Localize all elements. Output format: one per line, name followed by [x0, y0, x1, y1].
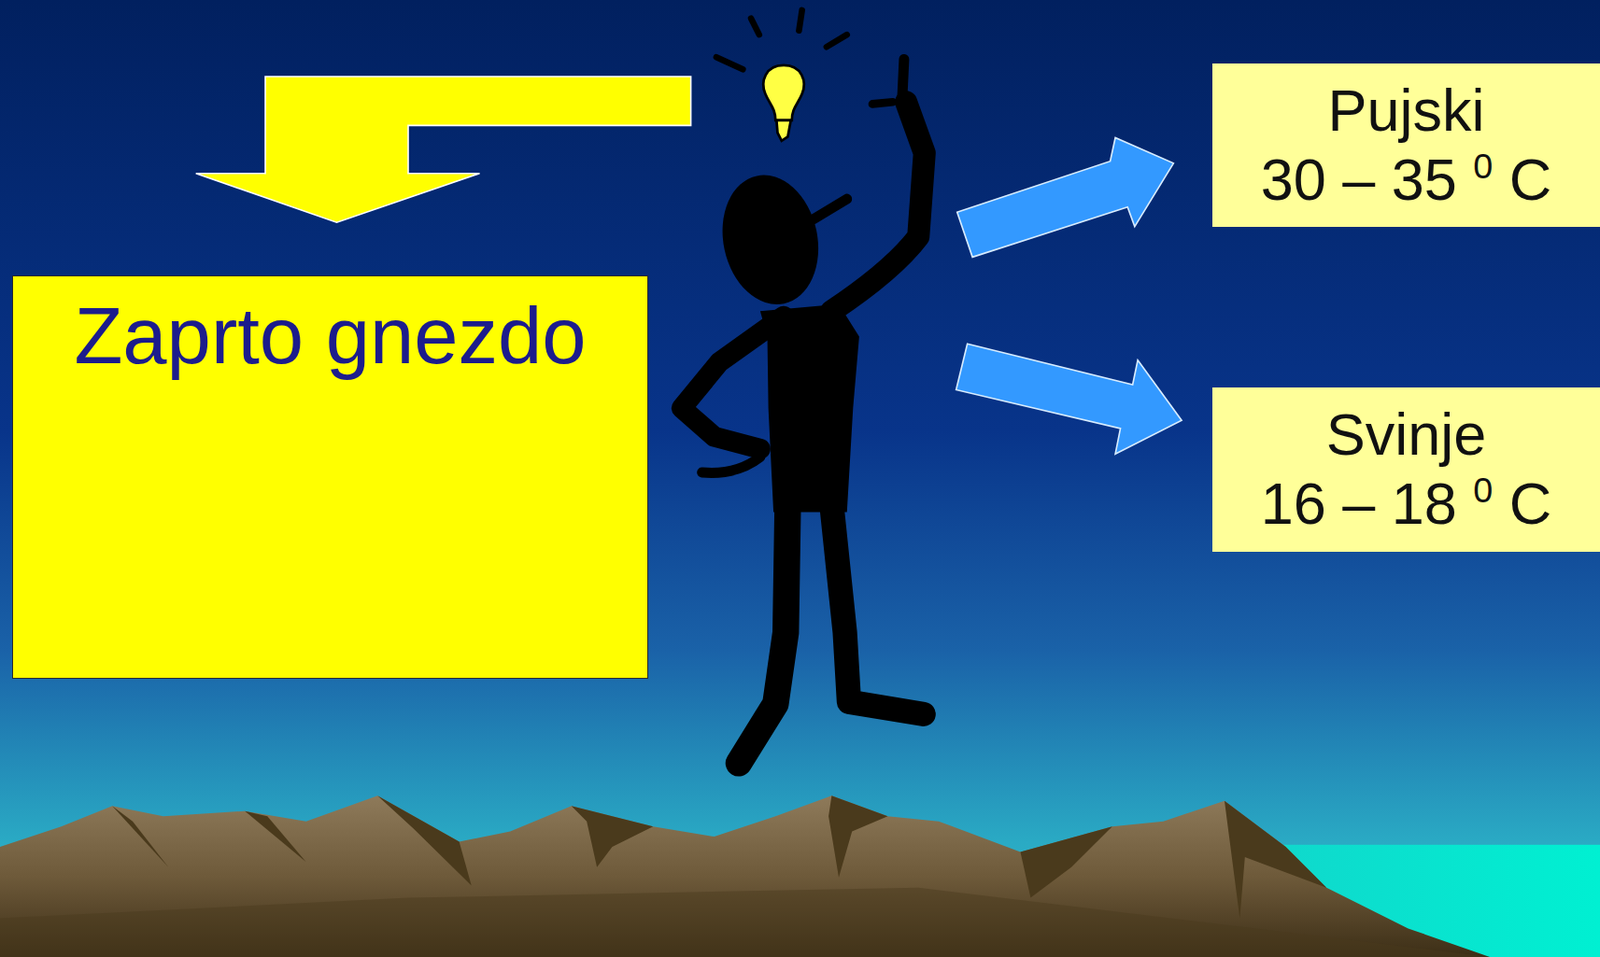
box-value: 30 – 35 0 C [1260, 145, 1553, 215]
box-heading: Svinje [1326, 400, 1487, 470]
info-box: Svinje16 – 18 0 C [1212, 387, 1600, 553]
person-head [710, 166, 830, 314]
mountains [0, 795, 1490, 957]
lightbulb [716, 10, 848, 142]
person-thumb [872, 101, 893, 104]
mountain-shadow [571, 806, 653, 868]
person-finger [902, 58, 905, 102]
degree-sign: 0 [1472, 470, 1493, 510]
pointer-arrow [957, 138, 1175, 258]
text-part: 16 – 18 [1260, 470, 1474, 537]
mountain-shadow [0, 888, 1490, 957]
mountain-shadow [1224, 801, 1327, 920]
person-body [760, 304, 860, 513]
light-ray [716, 56, 743, 70]
mountain-shadow [244, 811, 307, 864]
title-box: Zaprto gnezdo [12, 275, 649, 680]
degree-sign: 0 [1472, 146, 1493, 186]
box-value: 16 – 18 0 C [1260, 469, 1553, 539]
light-ray [750, 18, 760, 35]
text-part: 30 – 35 [1260, 146, 1474, 213]
mountain-shadow [112, 806, 169, 868]
light-ray [798, 10, 802, 31]
pointer-arrow [956, 343, 1182, 454]
text-part: C [1492, 146, 1552, 213]
lightbulb-base [776, 120, 791, 142]
person-hand [702, 457, 761, 474]
box-heading: Pujski [1327, 76, 1485, 146]
person-leg [831, 505, 923, 715]
lightbulb-glass [763, 65, 804, 121]
text-part: C [1492, 470, 1552, 537]
box-heading: Zaprto gnezdo [73, 289, 586, 383]
mountain-shadow [828, 795, 888, 878]
person-cap [813, 198, 848, 220]
person-arm [831, 101, 924, 312]
info-box: Pujski30 – 35 0 C [1212, 63, 1600, 227]
mountain-shadow [1019, 826, 1112, 898]
person-leg [738, 505, 788, 764]
pointer-arrow [196, 76, 692, 223]
mountain-shadow [377, 795, 472, 886]
light-ray [826, 34, 848, 47]
mountain-shadows [0, 795, 1490, 957]
person-figure [681, 58, 925, 764]
